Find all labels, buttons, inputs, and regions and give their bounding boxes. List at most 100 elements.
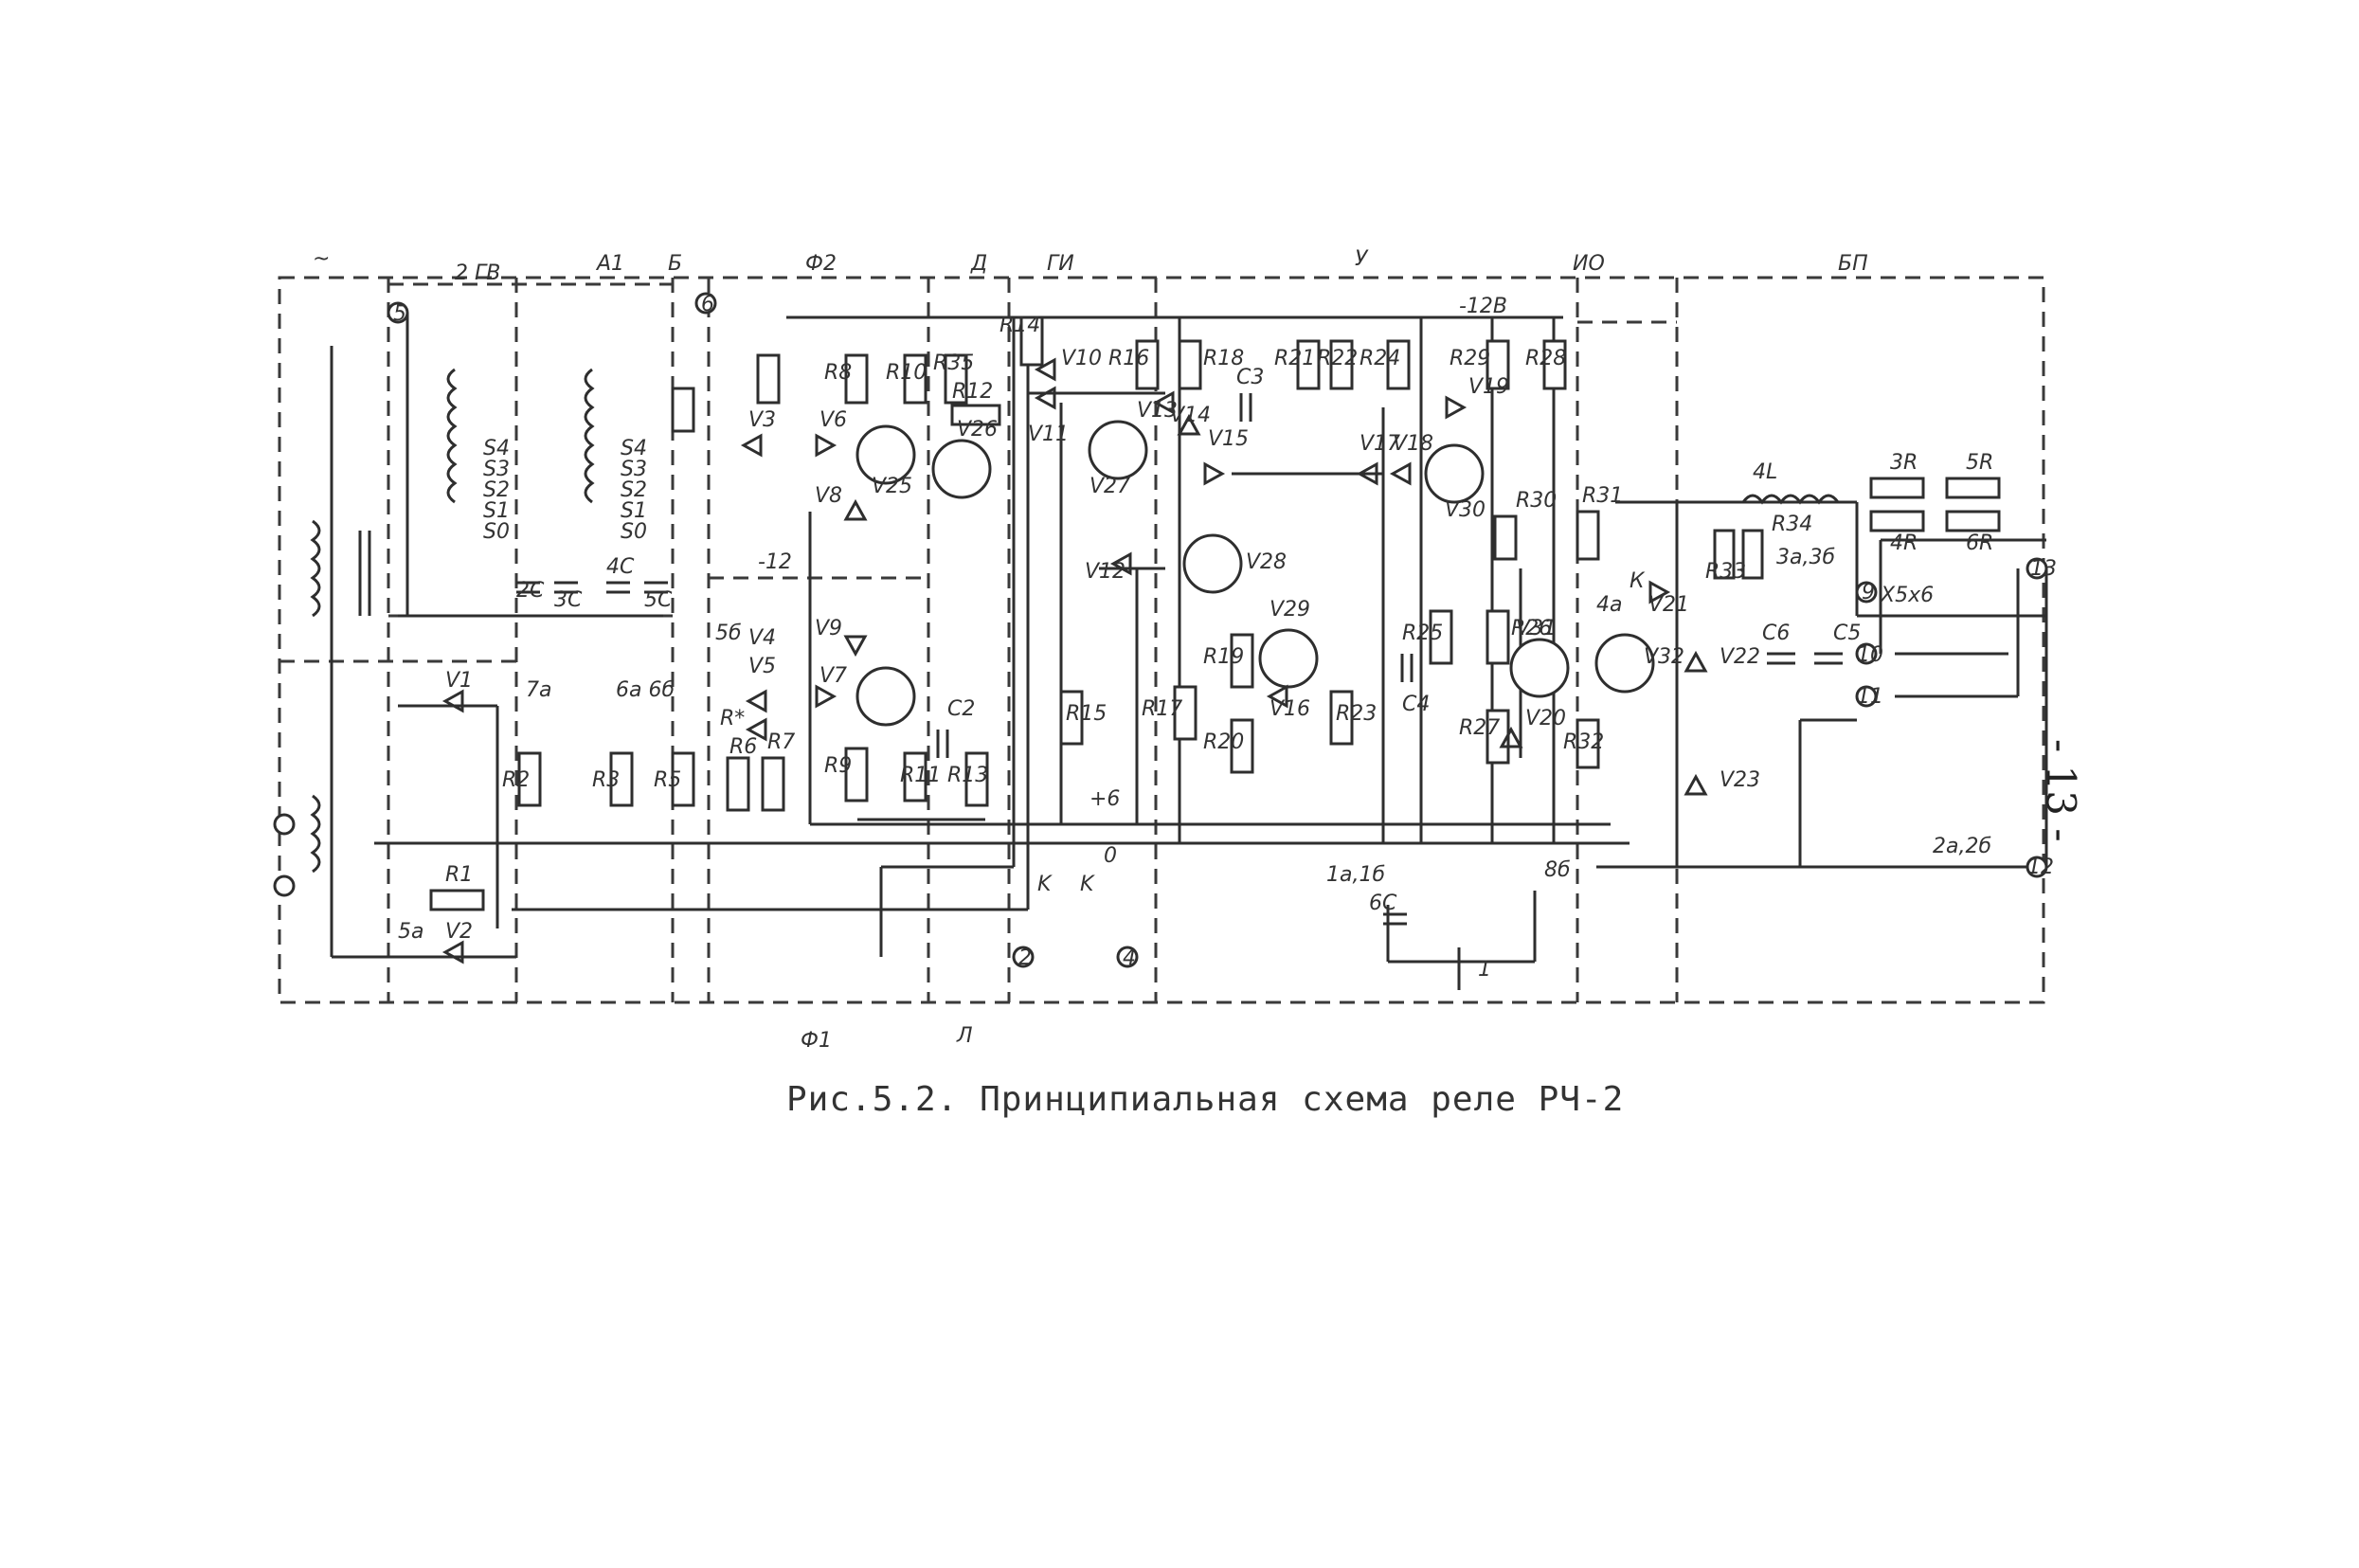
coil1-tap-label: S3 <box>483 458 510 481</box>
coil1-tap-label: S0 <box>483 520 510 544</box>
component-label-r34: R34 <box>1772 513 1812 536</box>
component-label-2c: 2C <box>516 579 545 603</box>
svg-text:Л: Л <box>956 1024 973 1048</box>
coil2-tap-label: S0 <box>621 520 647 544</box>
component-label-r13: R13 <box>947 764 988 787</box>
component-label-r31: R31 <box>1582 484 1623 508</box>
component-label-r8: R8 <box>824 361 852 385</box>
component-label-v28: V28 <box>1246 550 1287 574</box>
component-label-6c: 6C <box>1369 892 1397 915</box>
svg-text:4а: 4а <box>1596 593 1622 617</box>
capacitors <box>516 393 1843 926</box>
component-label-5c: 5C <box>644 588 673 612</box>
terminals <box>273 292 2048 968</box>
page-number: - 13 - <box>2038 739 2084 842</box>
svg-text:6а 6б: 6а 6б <box>616 678 675 702</box>
svg-text:8б: 8б <box>1544 858 1571 882</box>
resistors <box>429 315 2001 911</box>
component-label-r11: R11 <box>900 764 941 787</box>
component-label-v20: V20 <box>1525 707 1566 730</box>
component-label-r29: R29 <box>1450 347 1490 370</box>
component-label-r3: R3 <box>592 768 620 792</box>
svg-text:11: 11 <box>1857 685 1883 709</box>
component-label-r2: R2 <box>502 768 530 792</box>
svg-text:БП: БП <box>1838 252 1868 276</box>
component-label-r6: R6 <box>729 735 757 759</box>
component-label-v7: V7 <box>819 664 847 688</box>
figure-caption: Рис.5.2. Принципиальная схема реле РЧ-2 <box>786 1080 1625 1119</box>
svg-text:~: ~ <box>313 247 330 271</box>
coil2-tap-label: S3 <box>621 458 647 481</box>
component-label-r18: R18 <box>1203 347 1244 370</box>
component-label-r35: R35 <box>933 351 974 375</box>
component-label-c6: C6 <box>1762 622 1790 645</box>
coil2-tap-label: S1 <box>621 499 647 523</box>
svg-text:10: 10 <box>1857 643 1883 667</box>
svg-text:+6: +6 <box>1089 787 1120 811</box>
component-label-r16: R16 <box>1108 347 1149 370</box>
svg-text:К: К <box>1630 569 1646 593</box>
component-label-r24: R24 <box>1360 347 1400 370</box>
component-label-v2: V2 <box>445 920 473 944</box>
svg-text:X5x6: X5x6 <box>1880 584 1934 607</box>
svg-text:1: 1 <box>1478 958 1491 982</box>
svg-text:12: 12 <box>2027 856 2054 879</box>
component-label-r30: R30 <box>1516 489 1557 513</box>
svg-text:K: K <box>1037 873 1053 896</box>
component-label-v25: V25 <box>872 475 912 498</box>
component-label-v23: V23 <box>1720 768 1760 792</box>
component-label-r20: R20 <box>1203 730 1244 754</box>
component-label-r26: R26 <box>1511 617 1552 640</box>
svg-text:А1: А1 <box>595 252 624 276</box>
component-label-v31: V31 <box>1516 617 1557 640</box>
component-label-v17: V17 <box>1360 432 1400 456</box>
component-label-rstar: R* <box>720 707 745 730</box>
component-label-v10: V10 <box>1061 347 1102 370</box>
svg-text:13: 13 <box>2030 557 2057 581</box>
component-label-v21: V21 <box>1648 593 1689 617</box>
component-label-c5: C5 <box>1833 622 1861 645</box>
coil1-tap-label: S2 <box>483 478 510 502</box>
component-label-r17: R17 <box>1142 697 1182 721</box>
component-label-r1: R1 <box>445 863 473 887</box>
component-label-v3: V3 <box>748 408 776 432</box>
component-label-r14: R14 <box>999 314 1040 337</box>
svg-text:Б: Б <box>668 252 682 276</box>
component-label-v22: V22 <box>1720 645 1760 669</box>
coil2-tap-label: S4 <box>621 437 647 460</box>
component-label-v11: V11 <box>1028 423 1069 446</box>
component-label-r10: R10 <box>886 361 927 385</box>
component-label-v8: V8 <box>815 484 842 508</box>
svg-text:2а,2б: 2а,2б <box>1933 835 1991 858</box>
svg-text:2: 2 <box>1018 946 1032 970</box>
svg-text:Д: Д <box>970 252 987 276</box>
component-label-4c: 4C <box>606 555 635 579</box>
svg-text:7а: 7а <box>526 678 551 702</box>
component-label-r21: R21 <box>1274 347 1315 370</box>
svg-text:4L: 4L <box>1753 460 1777 484</box>
transformer-coils <box>310 368 595 874</box>
svg-text:5б: 5б <box>715 622 742 645</box>
svg-text:5R: 5R <box>1966 451 1993 475</box>
component-label-v14: V14 <box>1170 404 1211 427</box>
component-label-r32: R32 <box>1563 730 1604 754</box>
component-label-v19: V19 <box>1468 375 1509 399</box>
component-label-v12: V12 <box>1085 560 1125 584</box>
component-label-v6: V6 <box>819 408 847 432</box>
component-label-v1: V1 <box>445 669 473 693</box>
diodes <box>441 357 1708 964</box>
inductor-4L <box>1741 494 1840 505</box>
component-label-r15: R15 <box>1066 702 1107 726</box>
svg-text:5а: 5а <box>398 920 423 944</box>
component-label-v4: V4 <box>748 626 776 650</box>
component-label-v26: V26 <box>957 418 998 442</box>
svg-text:4R: 4R <box>1890 532 1918 555</box>
component-label-v9: V9 <box>815 617 842 640</box>
component-label-r9: R9 <box>824 754 852 778</box>
component-label-v16: V16 <box>1270 697 1310 721</box>
svg-text:1a,1б: 1a,1б <box>1326 863 1385 887</box>
svg-text:9: 9 <box>1862 581 1875 604</box>
component-label-v32: V32 <box>1644 645 1684 669</box>
svg-text:6R: 6R <box>1966 532 1993 555</box>
